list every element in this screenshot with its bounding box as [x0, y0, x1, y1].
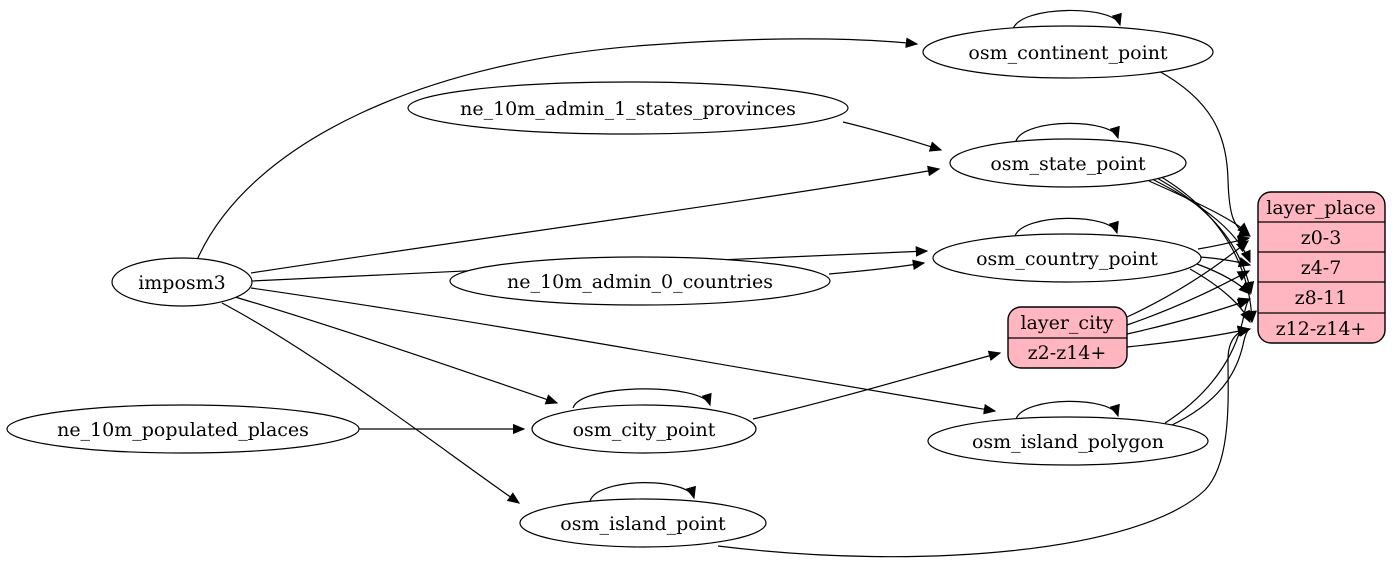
record-layer-city: layer_city z2-z14+	[1007, 306, 1128, 369]
record-layer-place: layer_place z0-3 z4-7 z8-11 z12-z14+	[1257, 191, 1386, 344]
edge-self-loop-osm-country-point	[1014, 217, 1119, 237]
edge-osm-island-polygon-to-layer-place-z8-11	[1164, 297, 1252, 424]
edge-self-loop-osm-island-polygon	[1015, 400, 1120, 420]
node-ne-10m-populated-places-label: ne_10m_populated_places	[57, 419, 309, 441]
edge-self-loop-osm-state-point	[1015, 122, 1120, 142]
node-osm-island-point: osm_island_point	[519, 498, 767, 548]
node-imposm3-label: imposm3	[138, 272, 226, 294]
edge-self-loop-osm-continent-point	[1012, 9, 1122, 30]
edge-osm-state-point-to-layer-place-z12-z14	[1157, 174, 1257, 324]
edge-osm-country-point-to-layer-place-z8-11	[1196, 263, 1251, 295]
edge-layer-city-to-layer-place-z4-7	[1126, 270, 1251, 326]
edge-osm-state-point-to-layer-place-z0-3	[1148, 180, 1250, 235]
node-osm-city-point-label: osm_city_point	[573, 419, 716, 441]
edge-layer-city-to-layer-place-z8-11	[1126, 298, 1251, 335]
record-layer-place-title: layer_place	[1266, 197, 1375, 219]
node-imposm3-shape	[111, 257, 253, 307]
edge-osm-city-point-to-layer-city-z2-z14	[752, 350, 1002, 420]
edge-osm-state-point-to-layer-place-z4-7	[1151, 178, 1251, 264]
node-osm-island-polygon: osm_island_polygon	[927, 416, 1209, 466]
node-osm-state-point-label: osm_state_point	[990, 153, 1146, 175]
record-layer-city-title: layer_city	[1020, 312, 1113, 334]
record-layer-place-row-z4-7: z4-7	[1301, 257, 1342, 279]
edge-self-loop-osm-island-point	[589, 482, 696, 502]
edge-imposm3-to-osm-state-point	[250, 165, 941, 274]
node-ne-10m-admin-1-states-provinces-label: ne_10m_admin_1_states_provinces	[460, 98, 796, 120]
edge-imposm3-to-osm-island-point	[221, 302, 521, 504]
node-osm-city-point: osm_city_point	[531, 404, 757, 454]
node-osm-continent-point: osm_continent_point	[922, 25, 1214, 79]
node-osm-island-polygon-label: osm_island_polygon	[972, 431, 1164, 453]
node-osm-city-point-shape	[531, 404, 757, 454]
node-osm-state-point: osm_state_point	[949, 138, 1187, 188]
edge-osm-country-point-to-layer-place-z4-7	[1199, 256, 1252, 268]
edge-imposm3-to-osm-continent-point	[196, 37, 919, 261]
node-ne-10m-populated-places-shape	[6, 404, 360, 454]
node-osm-country-point-label: osm_country_point	[976, 248, 1158, 270]
edge-osm-country-point-to-layer-place-z0-3	[1197, 235, 1251, 250]
edge-self-loop-osm-city-point	[572, 388, 712, 409]
record-layer-place-shape	[1257, 191, 1386, 344]
node-ne-10m-populated-places: ne_10m_populated_places	[6, 404, 360, 454]
edge-osm-country-point-to-layer-place-z12-z14	[1189, 268, 1251, 324]
node-imposm3: imposm3	[111, 257, 253, 307]
node-osm-island-point-label: osm_island_point	[560, 513, 726, 535]
node-osm-country-point-shape	[932, 233, 1202, 283]
record-layer-place-row-z12-z14: z12-z14+	[1276, 318, 1367, 340]
node-osm-continent-point-label: osm_continent_point	[968, 42, 1168, 64]
edge-osm-state-point-to-layer-place-z8-11	[1154, 176, 1255, 295]
node-ne-10m-admin-0-countries-label: ne_10m_admin_0_countries	[507, 271, 773, 293]
node-ne-10m-admin-0-countries: ne_10m_admin_0_countries	[449, 256, 831, 306]
node-osm-state-point-shape	[949, 138, 1187, 188]
node-osm-island-point-shape	[519, 498, 767, 548]
record-layer-place-row-z8-11: z8-11	[1295, 287, 1348, 309]
node-osm-island-polygon-shape	[927, 416, 1209, 466]
node-ne-10m-admin-1-states-provinces-shape	[407, 81, 849, 135]
edge-ne-10m-admin-0-countries-to-osm-country-point	[828, 259, 926, 275]
record-layer-city-row-z2-z14: z2-z14+	[1028, 342, 1107, 364]
edge-imposm3-to-osm-city-point	[234, 296, 559, 405]
node-ne-10m-admin-1-states-provinces: ne_10m_admin_1_states_provinces	[407, 81, 849, 135]
node-osm-continent-point-shape	[922, 25, 1214, 79]
edge-layer-city-to-layer-place-z0-3	[1126, 240, 1250, 318]
edge-ne-10m-admin-1-states-provinces-to-osm-state-point	[842, 121, 943, 152]
edge-osm-island-point-to-layer-place-z12-z14	[717, 325, 1251, 558]
edge-imposm3-to-osm-island-polygon	[250, 287, 997, 415]
node-ne-10m-admin-0-countries-shape	[449, 256, 831, 306]
edges	[196, 9, 1257, 558]
node-osm-country-point: osm_country_point	[932, 233, 1202, 283]
record-layer-place-row-z0-3: z0-3	[1301, 227, 1342, 249]
